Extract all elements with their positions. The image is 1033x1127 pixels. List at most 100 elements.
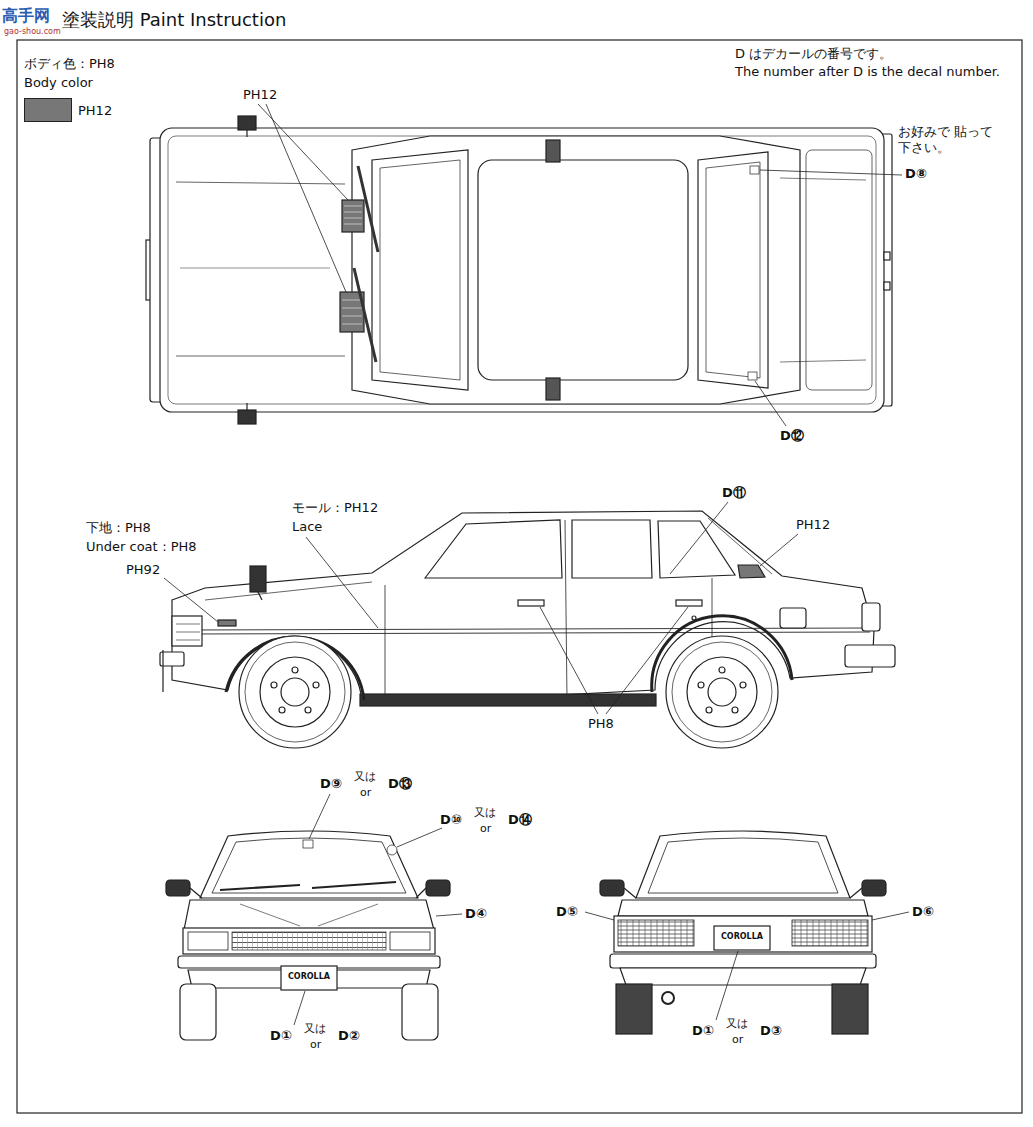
top-view-part: [478, 160, 688, 380]
side-view-part-part: [260, 657, 330, 727]
top-view-part: [372, 150, 468, 390]
leader-lines-part: [436, 914, 462, 916]
rear-view-part: [792, 920, 868, 946]
front-view-part: [212, 838, 406, 893]
rear-view-part: [618, 920, 694, 946]
top-view-part: [380, 160, 460, 380]
side-view-part: [250, 566, 266, 592]
side-view-part-part: [672, 642, 772, 742]
top-view-part: [352, 136, 800, 404]
side-view-part: [176, 624, 200, 625]
side-view: [160, 511, 895, 748]
rear-view-part: [850, 888, 862, 898]
front-view-part: [312, 882, 396, 888]
paint-note: PH12: [243, 87, 277, 103]
top-view-part: [698, 152, 768, 388]
side-view-part: [176, 640, 200, 641]
front-view-part: [180, 984, 216, 1040]
top-view-part: [180, 268, 330, 269]
top-view-part: [168, 136, 876, 404]
paint-note: 又は: [354, 770, 376, 783]
paint-note: 又は: [304, 1022, 326, 1035]
decal-callout: D②: [338, 1028, 360, 1044]
rear-view-part: [714, 926, 770, 950]
side-view-part: [176, 632, 200, 633]
rear-view-part: [636, 831, 850, 898]
top-view-part-part: [342, 308, 362, 309]
side-view-part: [239, 636, 351, 748]
front-view-part: [220, 885, 300, 890]
top-view: [146, 116, 892, 424]
rear-view-part: [620, 968, 866, 985]
top-view-part: [706, 162, 760, 378]
top-view-part-part: [344, 218, 362, 219]
leader-lines-part: [164, 578, 218, 622]
front-view-part: [232, 932, 386, 950]
top-view-part: [546, 140, 560, 162]
side-view-part: [172, 616, 202, 646]
rear-view-part: [614, 916, 872, 952]
side-view-part-part: [239, 636, 351, 748]
paint-note: PH8: [588, 716, 614, 732]
top-view-part: [246, 403, 247, 410]
paint-note: or: [360, 786, 371, 799]
side-view-part: [518, 600, 544, 606]
decal-callout: D⑧: [905, 166, 927, 182]
side-view-part: [666, 636, 778, 748]
side-view-part: [676, 600, 702, 606]
front-view-part: [387, 845, 397, 855]
side-view-part: [780, 608, 806, 628]
top-view-part: [748, 372, 757, 380]
top-view-part: [354, 268, 376, 362]
side-view-part: [425, 520, 562, 578]
top-view-part-part: [342, 324, 362, 325]
paint-note: 又は: [726, 1017, 748, 1030]
leader-lines-part: [755, 381, 786, 426]
side-view-part-part: [279, 707, 285, 713]
top-view-part: [176, 356, 345, 357]
paint-note: PH92: [126, 562, 160, 578]
side-view-part: [385, 585, 386, 702]
top-view-part: [176, 182, 345, 184]
front-view-part: [390, 932, 430, 950]
side-view-part: [708, 518, 772, 574]
side-view-part: [565, 520, 567, 700]
side-view-part-part: [245, 642, 345, 742]
leader-lines-part: [760, 534, 798, 566]
paint-note: PH12: [796, 517, 830, 533]
top-view-part: [780, 360, 866, 362]
side-view-part-part: [732, 707, 738, 713]
leader-lines-part: [760, 170, 902, 175]
decal-callout: D③: [760, 1023, 782, 1039]
side-view-part: [862, 603, 880, 631]
front-view-part: [318, 904, 378, 926]
decal-callout: D⑥: [912, 904, 934, 920]
paint-note: お好みで 貼って下さい。: [898, 124, 998, 155]
plate-text: COROLLA: [281, 972, 337, 982]
front-view-part: [426, 880, 450, 896]
decal-callout: D④: [465, 906, 487, 922]
front-view-part: [281, 966, 337, 990]
front-view-part: [303, 840, 313, 848]
decal-callout: D①: [692, 1023, 714, 1039]
top-view-part: [780, 178, 866, 180]
leader-lines-part: [258, 104, 348, 200]
top-view-part: [750, 166, 759, 174]
rear-view-part: [662, 992, 674, 1004]
decal-callout: D⑤: [556, 904, 578, 920]
side-view-part: [738, 565, 765, 578]
plate-text: COROLLA: [714, 932, 770, 942]
top-view-part-part: [344, 224, 362, 225]
leader-lines-part: [266, 104, 346, 292]
side-view-part: [160, 652, 184, 666]
side-view-part-part: [719, 667, 725, 673]
rear-view-part: [862, 880, 886, 896]
top-view-part: [806, 150, 872, 390]
top-view-part-part: [344, 206, 362, 207]
rear-view-part: [600, 880, 624, 896]
top-view-part-part: [342, 316, 362, 317]
front-view-part: [188, 932, 228, 950]
leader-lines-part: [670, 502, 728, 574]
watermark: gao-shou.com: [4, 27, 61, 37]
